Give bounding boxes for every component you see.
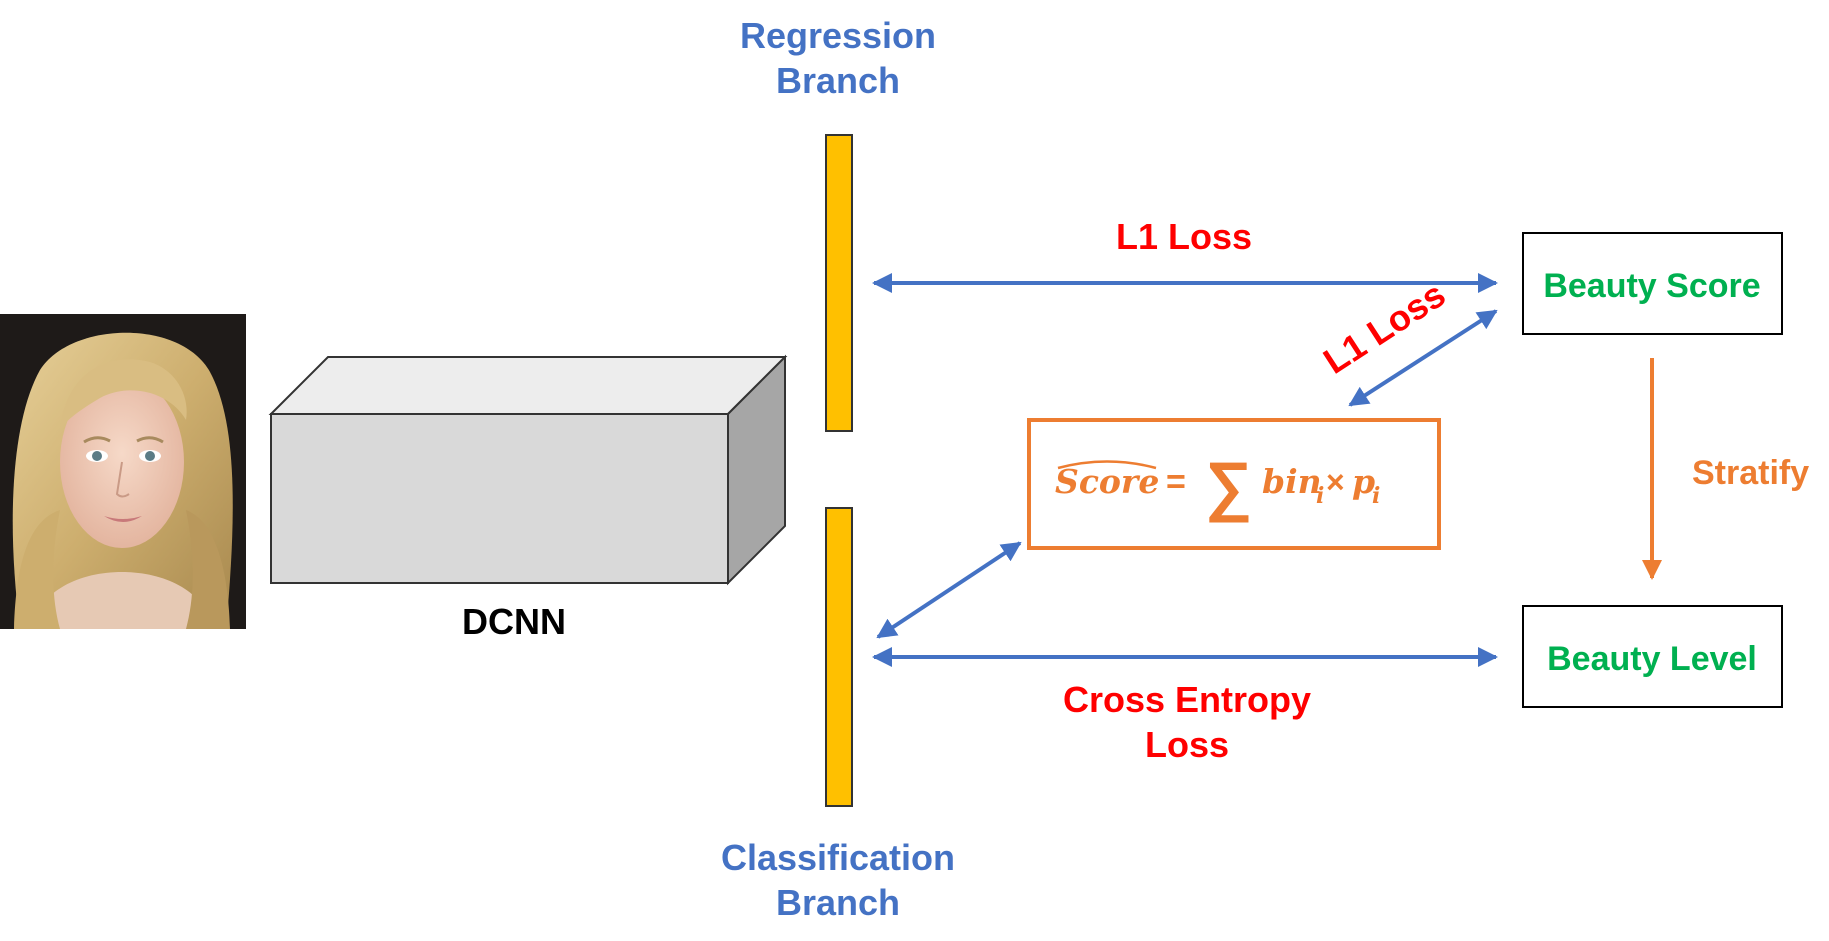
formula-p-subscript: i — [1372, 483, 1380, 509]
regression-branch-label-line1: Regression — [740, 15, 936, 56]
l1-loss-diagonal-label: L1 Loss — [1316, 273, 1452, 381]
l1-loss-top-label: L1 Loss — [1116, 216, 1252, 257]
stratify-label: Stratify — [1692, 454, 1809, 492]
classification-branch-bar — [825, 507, 853, 807]
formula-bin: bin — [1262, 462, 1322, 501]
score-formula-box — [1027, 418, 1441, 550]
classification-formula-arrow — [876, 541, 1022, 639]
l1-loss-diagonal-arrow — [1348, 309, 1498, 407]
classification-branch-label-line2: Branch — [776, 882, 900, 923]
formula-equals: = — [1166, 463, 1186, 501]
regression-branch-bar — [825, 134, 853, 432]
classification-branch-label-line1: Classification — [721, 837, 955, 878]
formula-sum: ∑ — [1205, 448, 1252, 523]
formula-bin-subscript: i — [1316, 483, 1324, 509]
portrait-photo-icon — [0, 314, 246, 629]
dcnn-label: DCNN — [462, 601, 566, 642]
score-formula: Score = ∑ bin i × p i — [1055, 448, 1380, 523]
cross-entropy-label-line2: Loss — [1145, 724, 1229, 765]
formula-score: Score — [1055, 462, 1159, 501]
regression-branch-label-line2: Branch — [776, 60, 900, 101]
beauty-score-box — [1522, 232, 1783, 335]
formula-p: p — [1352, 462, 1375, 501]
beauty-level-box — [1522, 605, 1783, 708]
beauty-level-label: Beauty Level — [1547, 640, 1757, 678]
formula-hat — [1057, 460, 1157, 470]
beauty-score-label: Beauty Score — [1543, 267, 1760, 305]
dcnn-block — [268, 354, 788, 586]
formula-times: × — [1326, 464, 1345, 500]
cross-entropy-label-line1: Cross Entropy — [1063, 679, 1311, 720]
